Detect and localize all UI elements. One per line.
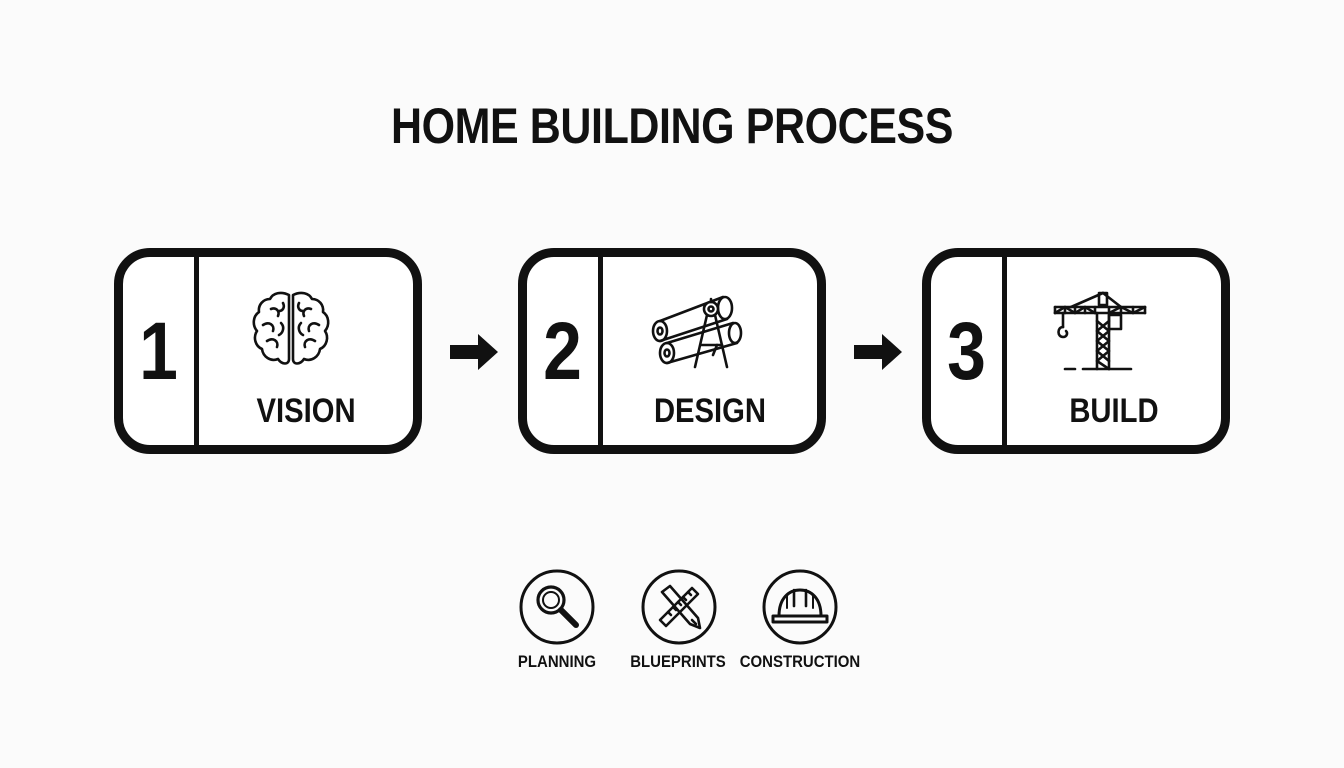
badge-label-blueprints: BLUEPRINTS — [630, 652, 726, 671]
step-card-vision: 1 VISION — [114, 248, 422, 454]
page-title: HOME BUILDING PROCESS — [391, 98, 953, 154]
step-number: 3 — [947, 306, 986, 397]
magnifier-icon — [519, 569, 595, 645]
hard-hat-icon — [762, 569, 838, 645]
step-card-build: 3 BUILD — [922, 248, 1230, 454]
step-number: 1 — [139, 306, 178, 397]
step-number: 2 — [543, 306, 582, 397]
card-divider — [1002, 257, 1007, 445]
card-divider — [194, 257, 199, 445]
pencil-ruler-icon — [641, 569, 717, 645]
badge-label-planning: PLANNING — [517, 652, 597, 671]
blueprint-rolls-compass-icon — [651, 295, 743, 369]
step-label: DESIGN — [653, 392, 767, 430]
step-label: BUILD — [1069, 392, 1159, 430]
step-label: VISION — [256, 392, 356, 430]
badge-label-construction: CONSTRUCTION — [739, 652, 861, 671]
tower-crane-icon — [1053, 291, 1147, 371]
arrow-right-icon — [450, 334, 498, 370]
arrow-right-icon — [854, 334, 902, 370]
card-divider — [598, 257, 603, 445]
step-card-design: 2 DESIGN — [518, 248, 826, 454]
brain-icon — [252, 291, 330, 365]
